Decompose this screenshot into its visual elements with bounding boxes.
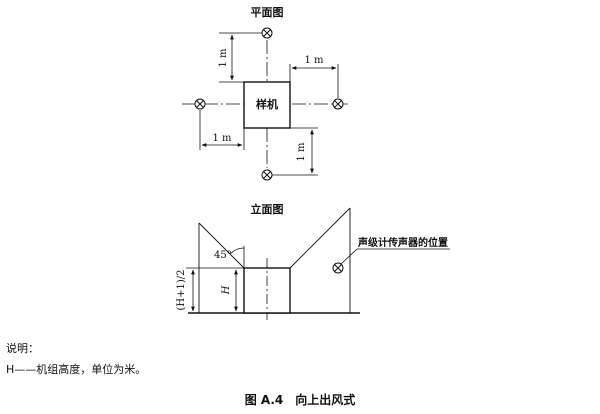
dim-top	[219, 32, 262, 83]
mic-symbol-right	[332, 98, 344, 110]
dim-half-label: (H+1)/2	[176, 270, 187, 311]
mic-symbol-elevation	[332, 262, 344, 274]
angle-arc	[229, 247, 245, 255]
plan-sample-box	[243, 81, 291, 129]
dim-right	[289, 64, 339, 98]
mic-leader-line	[340, 248, 358, 265]
angle-label: 45°	[214, 250, 232, 261]
notes-heading: 说明：	[6, 341, 39, 355]
dim-h	[214, 267, 244, 312]
plan-sample-label: 样机	[256, 97, 278, 111]
elevation-title: 立面图	[251, 202, 284, 216]
angle-lines	[198, 207, 351, 269]
dim-bottom-label: 1 m	[296, 142, 307, 162]
notes-line: H——机组高度，单位为米。	[6, 362, 146, 376]
figure-caption: 图 A.4 向上出风式	[245, 392, 356, 407]
dim-half	[186, 267, 214, 312]
dim-h-label: H	[221, 285, 232, 295]
dim-left-label: 1 m	[212, 133, 232, 144]
dim-left	[199, 110, 245, 150]
mic-symbol-left	[194, 98, 206, 110]
mic-symbol-bottom	[261, 169, 273, 181]
mic-symbol-top	[261, 27, 273, 39]
plan-title: 平面图	[251, 6, 284, 19]
mic-label: 声级计传声器的位置	[357, 236, 448, 249]
dim-bottom	[272, 127, 318, 176]
dim-right-label: 1 m	[304, 55, 324, 66]
dim-top-label: 1 m	[218, 48, 229, 68]
